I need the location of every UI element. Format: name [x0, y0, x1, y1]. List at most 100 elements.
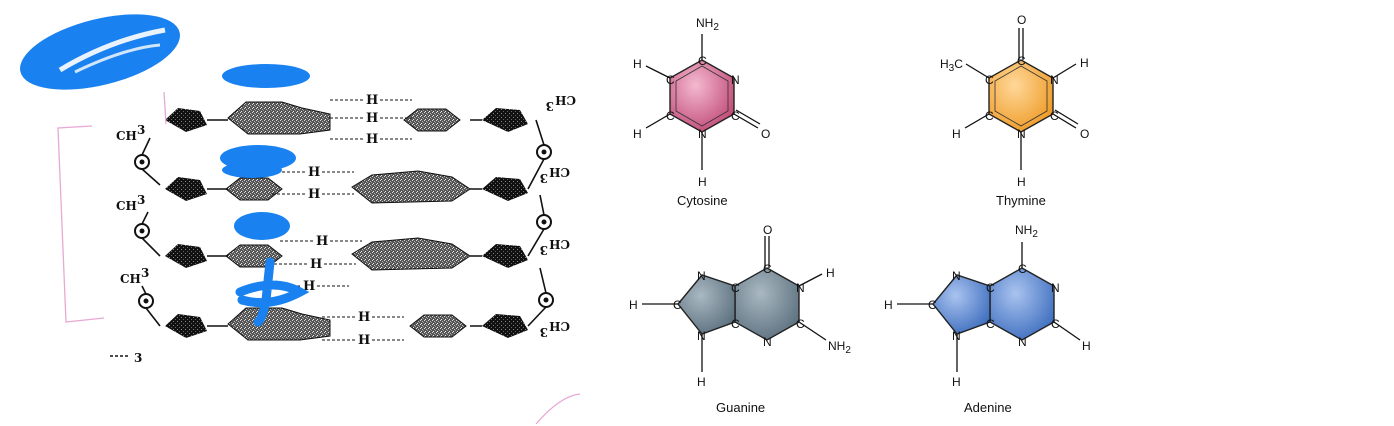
stack-ch-right-label: CH: [555, 93, 576, 107]
stack-ch-left-sub: 3: [141, 266, 149, 280]
thymine-methyl: H3C: [940, 57, 963, 74]
thymine-c5: C: [985, 73, 994, 87]
adenine-h8: H: [884, 298, 893, 312]
thymine-h6: H: [952, 127, 961, 141]
cytosine-n3: N: [731, 73, 740, 87]
thymine-o2: O: [1080, 127, 1089, 141]
adenine-six-ring: [989, 267, 1055, 341]
guanine-n1: N: [796, 281, 805, 295]
thymine-n1: N: [1017, 127, 1026, 141]
cytosine-label: Cytosine: [677, 193, 728, 208]
stack-base-right-pyrimidine: [409, 314, 467, 338]
stack-ch-left-sub: 3: [137, 193, 145, 207]
stack-base-left-purine: [227, 307, 331, 341]
stack-base-left-pyrimidine: [225, 177, 283, 201]
stack-sugar-right: [482, 108, 528, 132]
guanine-n9: N: [697, 329, 706, 343]
cytosine-n1: N: [698, 127, 707, 141]
stack-base-right-pyrimidine: [403, 108, 461, 132]
guanine-c8: C: [673, 298, 682, 312]
cytosine-h1: H: [698, 175, 707, 189]
cytosine-nh2: NH2: [696, 16, 719, 33]
thymine-c6: C: [985, 109, 994, 123]
guanine-c4: C: [731, 317, 740, 331]
stack-ch-right-label: CH: [549, 165, 570, 179]
adenine-nh2: NH2: [1015, 223, 1038, 240]
stack-sugar-left: [165, 108, 207, 132]
stack-ch-right-label: CH: [549, 237, 570, 251]
blue-scribble-3: [234, 212, 290, 240]
adenine-h9: H: [952, 375, 961, 389]
blue-scribble-top: [222, 64, 310, 88]
stack-hbond-h: H: [358, 310, 370, 325]
stack-ch-left-label: CH: [116, 129, 137, 143]
stack-phosphate-dot: [143, 298, 149, 304]
guanine-nh2: NH2: [828, 339, 851, 356]
stack-phosphate-dot: [541, 149, 547, 155]
guanine-n3: N: [763, 335, 772, 349]
thymine-h3: H: [1080, 56, 1089, 70]
adenine-h2: H: [1082, 339, 1091, 353]
cytosine-c4: C: [698, 54, 707, 68]
guanine-n7: N: [697, 269, 706, 283]
adenine-c8: C: [928, 298, 937, 312]
adenine-structure: NH2 C N C N C C N C N H H H Adenine: [884, 223, 1091, 415]
stack-hbond-h: H: [366, 132, 378, 147]
adenine-label: Adenine: [964, 400, 1012, 415]
stack-backbone-right: [527, 119, 547, 327]
cytosine-c6: C: [666, 109, 675, 123]
annotation-scribbles: [20, 14, 581, 425]
nitrogenous-bases: NH2 C N C N C C H H H O Cytosine O H: [629, 13, 1091, 415]
guanine-h9: H: [697, 375, 706, 389]
cytosine-ring: [669, 59, 735, 133]
stack-hbond-h: H: [310, 257, 322, 272]
stack-sugar-left: [165, 314, 207, 338]
stack-sugar-right: [482, 177, 528, 201]
thymine-n3: N: [1050, 73, 1059, 87]
stack-ch-left-sub: 3: [137, 123, 145, 137]
adenine-n7: N: [952, 269, 961, 283]
cytosine-c2: C: [731, 109, 740, 123]
thymine-ring: [988, 59, 1054, 133]
guanine-structure: O C N C N C C N C N H H H NH2 Guanine: [629, 223, 851, 415]
stack-hbond-h: H: [308, 187, 320, 202]
stack-hbond-h: H: [358, 333, 370, 348]
stack-hbond-h: H: [308, 165, 320, 180]
guanine-c2: C: [796, 317, 805, 331]
adenine-five-ring: [932, 274, 991, 335]
thymine-o4: O: [1017, 13, 1026, 27]
cytosine-c5: C: [666, 73, 675, 87]
stack-ch-right-sub: 3: [546, 99, 554, 113]
adenine-c5: C: [986, 281, 995, 295]
stack-ch-right-sub: 3: [540, 243, 548, 257]
guanine-label: Guanine: [716, 400, 765, 415]
stack-hbond-h: H: [366, 111, 378, 126]
stack-base-left-purine: [227, 101, 331, 135]
adenine-c4: C: [986, 317, 995, 331]
stack-phosphate-dot: [541, 219, 547, 225]
adenine-n1: N: [1051, 281, 1060, 295]
adenine-c2: C: [1051, 317, 1060, 331]
thymine-label: Thymine: [996, 193, 1046, 208]
stack-phosphate-dot: [139, 228, 145, 234]
stack-sugar-right: [482, 314, 528, 338]
thymine-structure: O H3C C N C N C C H H H O Thymine: [940, 13, 1089, 208]
cytosine-h5: H: [633, 57, 642, 71]
stack-base-right-purine: [351, 237, 471, 271]
stack-sugar-right: [482, 244, 528, 268]
cytosine-structure: NH2 C N C N C C H H H O Cytosine: [633, 16, 770, 208]
stack-ch-left-label: CH: [116, 199, 137, 213]
stack-sugar-left: [165, 244, 207, 268]
stack-hbond-h: H: [316, 234, 328, 249]
guanine-five-ring: [677, 274, 736, 335]
stack-ch-right-sub: 3: [540, 171, 548, 185]
guanine-h8: H: [629, 298, 638, 312]
adenine-c6: C: [1018, 262, 1027, 276]
pink-curve: [535, 393, 581, 425]
guanine-o6: O: [763, 223, 772, 237]
thymine-c4: C: [1017, 54, 1026, 68]
stack-phosphate-dot: [543, 297, 549, 303]
cytosine-o2: O: [761, 127, 770, 141]
